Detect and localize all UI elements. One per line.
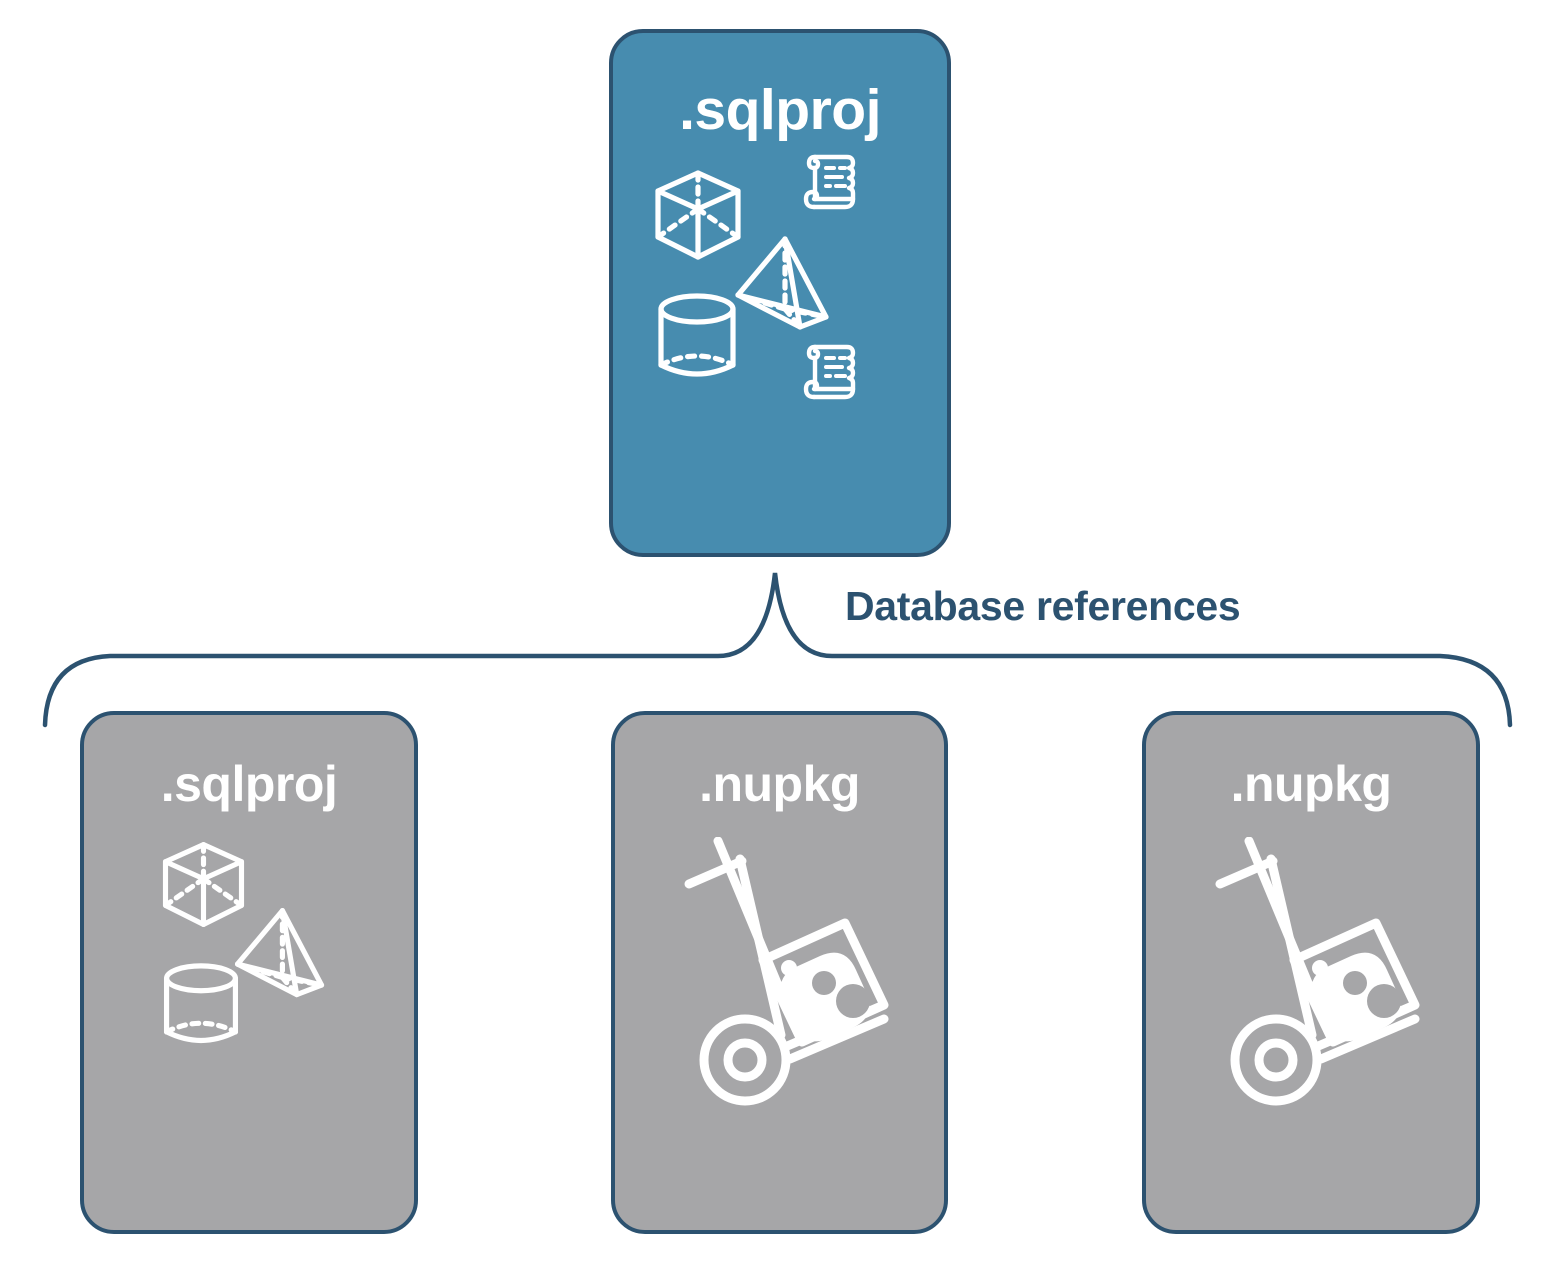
node-ref-1-label: .nupkg (699, 756, 860, 812)
pyramid-icon (234, 908, 325, 998)
cylinder-icon (163, 963, 239, 1043)
node-ref-2-label: .nupkg (1230, 756, 1392, 812)
node-ref-1-icons (615, 809, 944, 1230)
node-ref-2-icons (1146, 809, 1476, 1230)
scroll-icon (803, 154, 856, 210)
node-reference-nupkg-2[interactable]: .nupkg (1142, 711, 1480, 1234)
node-sqlproj-root[interactable]: .sqlproj (609, 29, 951, 557)
cylinder-icon (658, 293, 736, 377)
node-reference-nupkg-1[interactable]: .nupkg (611, 711, 948, 1234)
scroll-icon (803, 344, 856, 400)
node-ref-0-label: .sqlproj (160, 756, 338, 812)
pyramid-icon (735, 236, 829, 330)
node-ref-0-icons (84, 809, 414, 1230)
hand-truck-package-icon (1215, 837, 1420, 1106)
cube-icon (655, 170, 741, 260)
bracket-label: Database references (845, 583, 1241, 629)
node-reference-sqlproj[interactable]: .sqlproj (80, 711, 418, 1234)
node-root-label: .sqlproj (679, 78, 881, 142)
cube-icon (162, 842, 245, 927)
hand-truck-package-icon (684, 837, 889, 1106)
node-root-icons (613, 139, 947, 553)
